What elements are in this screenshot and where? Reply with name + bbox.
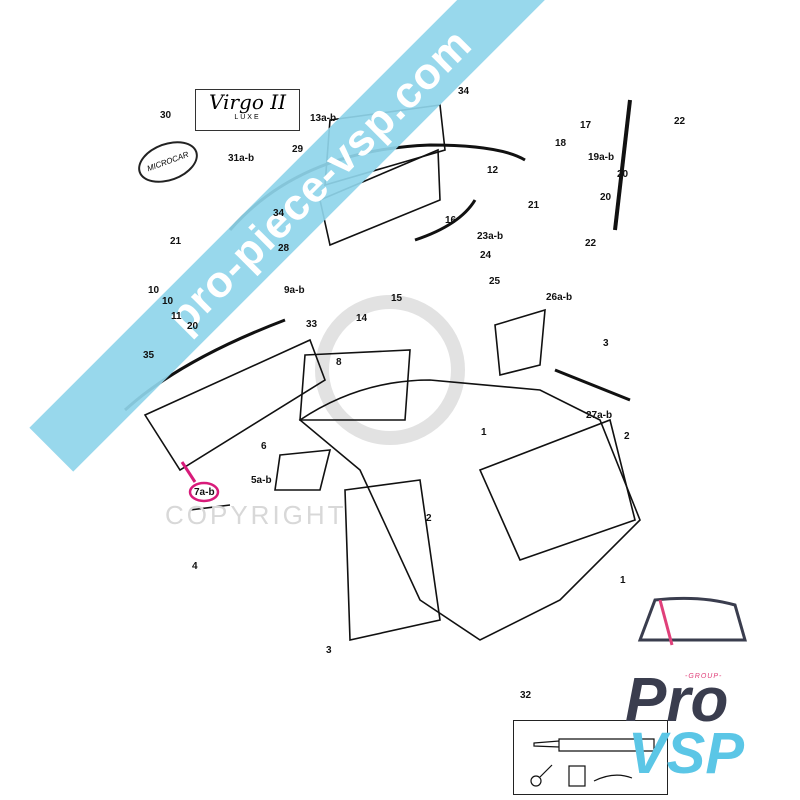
part-label[interactable]: 10: [162, 296, 174, 307]
part-label[interactable]: 21: [170, 236, 182, 247]
part-label[interactable]: 17: [580, 120, 592, 131]
part-label[interactable]: 32: [520, 690, 532, 701]
part-label[interactable]: 22: [585, 238, 597, 249]
part-label[interactable]: 28: [278, 243, 290, 254]
part-label[interactable]: 22: [674, 116, 686, 127]
part-label[interactable]: 10: [148, 285, 160, 296]
part-label[interactable]: 6: [261, 441, 267, 452]
part-label[interactable]: 21: [528, 200, 540, 211]
part-label[interactable]: 20: [600, 192, 612, 203]
part-label[interactable]: 5a-b: [251, 475, 272, 486]
part-label[interactable]: 1: [620, 575, 626, 586]
part-label[interactable]: 3: [326, 645, 332, 656]
highlight-arrow-icon: [180, 461, 197, 483]
part-label[interactable]: 20: [617, 169, 629, 180]
logo-car-icon: [637, 596, 747, 642]
model-subtitle: LUXE: [234, 114, 261, 121]
logo-vsp-text: VSP: [628, 721, 745, 786]
copyright-mark-icon: [315, 295, 465, 445]
quarter-glass: [494, 308, 546, 377]
roof-seal: [299, 349, 411, 421]
part-label[interactable]: 19a-b: [588, 152, 615, 163]
part-label[interactable]: 27a-b: [586, 410, 613, 421]
part-label[interactable]: 2: [624, 431, 630, 442]
part-label[interactable]: 15: [391, 293, 403, 304]
part-label[interactable]: 30: [160, 110, 172, 121]
part-label[interactable]: 12: [487, 165, 499, 176]
gas-strut: [613, 99, 632, 231]
dashboard-panel: [143, 338, 326, 472]
part-label[interactable]: 14: [356, 313, 368, 324]
virgo-badge: Virgo II LUXE: [195, 89, 300, 131]
part-label[interactable]: 4: [192, 561, 198, 572]
part-label[interactable]: 16: [445, 215, 457, 226]
part-label[interactable]: 2: [426, 513, 432, 524]
part-label[interactable]: 18: [555, 138, 567, 149]
side-window: [274, 449, 332, 491]
logo-pro-text: Pro: [625, 666, 729, 735]
part-label[interactable]: 13a-b: [310, 113, 337, 124]
sealant-kit-box: [513, 720, 668, 795]
part-label[interactable]: 33: [306, 319, 318, 330]
tailgate: [319, 148, 441, 247]
part-label[interactable]: 34: [458, 86, 470, 97]
door-seal: [344, 479, 441, 641]
part-label[interactable]: 31a-b: [228, 153, 255, 164]
car-body-frame: [298, 379, 641, 641]
part-label[interactable]: 24: [480, 250, 492, 261]
part-label[interactable]: 29: [292, 144, 304, 155]
part-label[interactable]: 26a-b: [546, 292, 573, 303]
highlight-circle: [188, 481, 220, 503]
part-4: [189, 504, 231, 511]
part-label[interactable]: 20: [187, 321, 199, 332]
part-label[interactable]: 11: [171, 311, 182, 322]
part-label[interactable]: 1: [481, 427, 487, 438]
copyright-watermark: COPYRIGHT: [165, 500, 347, 530]
model-title: Virgo II: [208, 90, 287, 114]
logo-group-text: -GROUP-: [685, 673, 723, 680]
windscreen-seal: [478, 418, 636, 561]
part-label[interactable]: 25: [489, 276, 501, 287]
part-label[interactable]: 9a-b: [284, 285, 305, 296]
part-label-highlighted[interactable]: 7a-b: [194, 487, 215, 498]
part-label[interactable]: 34: [273, 208, 285, 219]
part-label[interactable]: 35: [143, 350, 155, 361]
sealant-tube-icon: [530, 738, 655, 787]
part-label[interactable]: 3: [603, 338, 609, 349]
part-label[interactable]: 8: [336, 357, 342, 368]
part-label[interactable]: 23a-b: [477, 231, 504, 242]
